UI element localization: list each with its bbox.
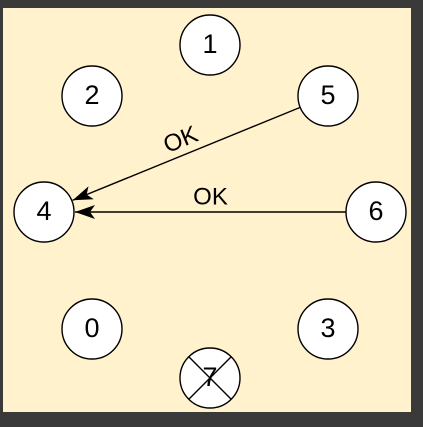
edge-label-6-to-4: OK [193, 183, 228, 210]
node-circle-6 [345, 181, 407, 243]
node-circle-1 [179, 14, 241, 76]
node-circle-0 [61, 298, 123, 360]
node-label-3: 3 [320, 313, 335, 343]
node-4: 4 [13, 181, 75, 243]
node-label-4: 4 [36, 196, 51, 226]
node-label-5: 5 [320, 80, 335, 110]
nodes-layer: 1 2 5 4 6 0 3 7 [13, 14, 407, 409]
node-2: 2 [61, 65, 123, 127]
node-6: 6 [345, 181, 407, 243]
node-label-2: 2 [84, 80, 99, 110]
node-circle-5 [297, 65, 359, 127]
node-label-7: 7 [202, 362, 217, 392]
node-label-0: 0 [84, 313, 99, 343]
node-3: 3 [297, 298, 359, 360]
node-label-6: 6 [368, 196, 383, 226]
node-cross-line-b-7 [188, 356, 232, 400]
node-circle-4 [13, 181, 75, 243]
edge-5-to-4 [72, 106, 301, 201]
node-7-crossed: 7 [179, 347, 241, 409]
node-0: 0 [61, 298, 123, 360]
node-1: 1 [179, 14, 241, 76]
node-5: 5 [297, 65, 359, 127]
node-label-1: 1 [202, 29, 217, 59]
node-circle-3 [297, 298, 359, 360]
node-circle-2 [61, 65, 123, 127]
